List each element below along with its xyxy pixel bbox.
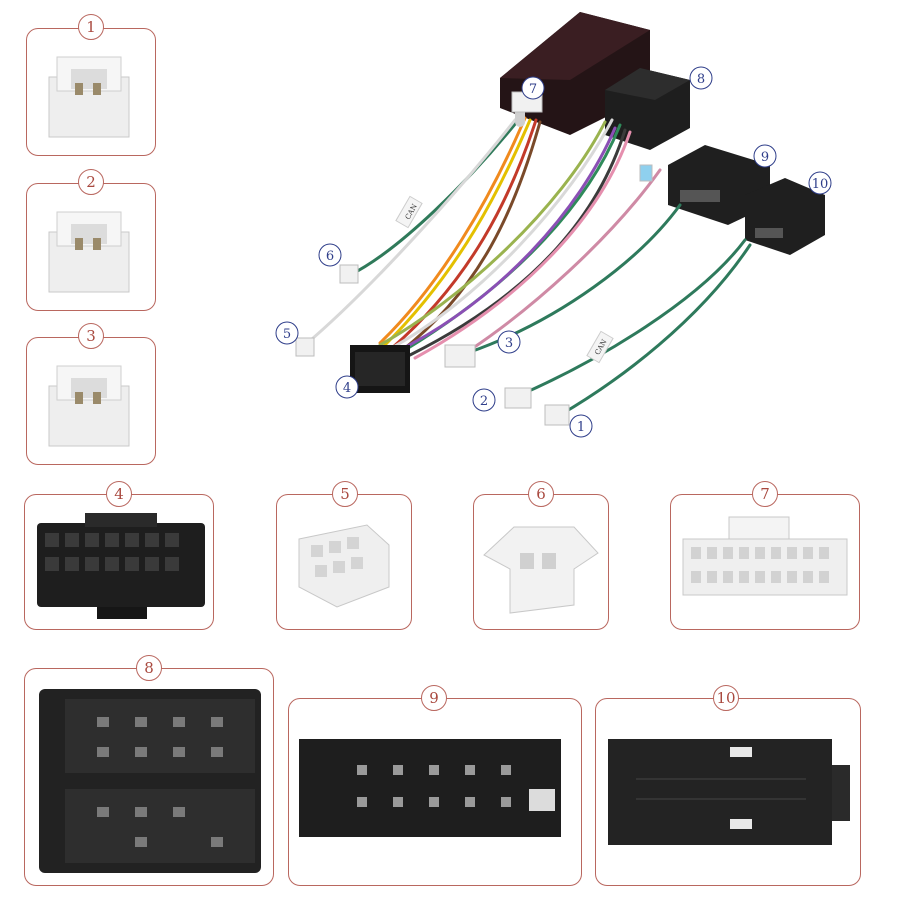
callout-5: 5 xyxy=(283,327,291,342)
panel-connector-10 xyxy=(595,698,861,886)
harness-callouts xyxy=(275,66,832,438)
badge-8: 8 xyxy=(136,655,162,681)
badge-6: 6 xyxy=(528,481,554,507)
callout-6: 6 xyxy=(326,249,334,264)
badge-9: 9 xyxy=(421,685,447,711)
black-10-pin-connector-image xyxy=(299,739,561,837)
white-6-pin-connector-image xyxy=(298,524,390,608)
panel-connector-6 xyxy=(473,494,609,630)
wiring-harness-photo: CAN CAN 7 8 9 10 6 5 3 4 2 1 xyxy=(275,12,832,438)
black-iso-connector-image xyxy=(39,689,261,873)
callout-1: 1 xyxy=(577,420,585,435)
connector-9-10-on-harness xyxy=(668,145,825,255)
callout-7: 7 xyxy=(529,82,537,97)
panel-connector-3 xyxy=(26,337,156,465)
white-4-pin-connector-image xyxy=(483,526,599,614)
callout-2: 2 xyxy=(480,394,488,409)
panel-connector-9 xyxy=(288,698,582,886)
badge-2: 2 xyxy=(78,169,104,195)
black-20-pin-connector-image xyxy=(608,739,850,845)
black-16-pin-connector-image xyxy=(37,513,205,619)
panel-connector-1 xyxy=(26,28,156,156)
panel-connector-5 xyxy=(276,494,412,630)
callout-10: 10 xyxy=(812,177,829,192)
badge-5: 5 xyxy=(332,481,358,507)
panel-connector-4 xyxy=(24,494,214,630)
white-connector-image xyxy=(48,211,130,293)
callout-3: 3 xyxy=(505,336,513,351)
small-connectors xyxy=(295,91,653,426)
callout-4: 4 xyxy=(343,381,351,396)
badge-1: 1 xyxy=(78,14,104,40)
white-connector-image xyxy=(48,56,130,138)
connector-4-on-harness xyxy=(350,345,410,393)
badge-10: 10 xyxy=(713,685,739,711)
white-connector-image xyxy=(48,365,130,447)
badge-7: 7 xyxy=(752,481,778,507)
wire-bundle xyxy=(303,103,752,417)
panel-connector-7 xyxy=(670,494,860,630)
badge-4: 4 xyxy=(106,481,132,507)
callout-8: 8 xyxy=(697,72,705,87)
panel-connector-2 xyxy=(26,183,156,311)
white-multi-pin-connector-image xyxy=(682,516,848,596)
callout-9: 9 xyxy=(761,150,769,165)
panel-connector-8 xyxy=(24,668,274,886)
badge-3: 3 xyxy=(78,323,104,349)
